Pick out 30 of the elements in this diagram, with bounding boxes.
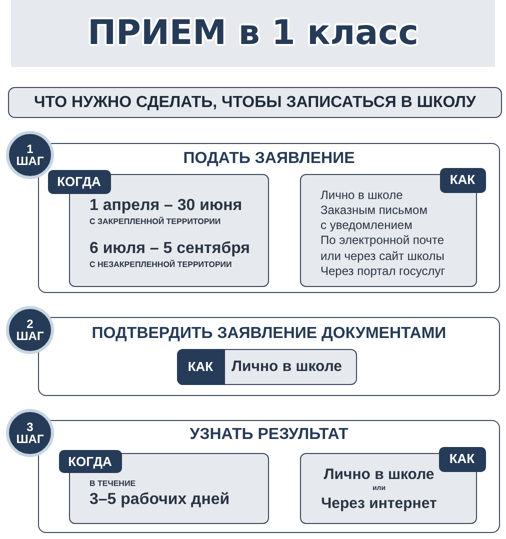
info-card [300, 452, 476, 524]
info-card [68, 452, 268, 524]
method-item: Через портал госуслуг [320, 264, 446, 280]
section-tab: КОГДА [58, 450, 122, 472]
method-item: Заказным письмом с уведомлением [320, 202, 428, 234]
result-method: Лично в школе [324, 464, 434, 484]
duration-note: В ТЕЧЕНИЕ [90, 478, 136, 490]
section-tab: КАК [176, 348, 224, 384]
territory-note: С НЕЗАКРЕПЛЕННОЙ ТЕРРИТОРИИ [90, 258, 232, 270]
step-badge: 1 ШАГ [6, 131, 54, 179]
method-item: По электронной почте или через сайт школы [320, 233, 446, 264]
method-text: Лично в школе [232, 356, 342, 376]
method-pill [176, 348, 356, 384]
territory-note: С ЗАКРЕПЛЕННОЙ ТЕРРИТОРИИ [90, 216, 221, 228]
duration-text: 3–5 рабочих дней [90, 490, 230, 510]
result-method: Через интернет [321, 494, 437, 512]
step-badge: 3 ШАГ [6, 409, 54, 457]
date-range: 1 апреля – 30 июня [90, 196, 242, 216]
date-range: 6 июля – 5 сентября [90, 238, 250, 258]
section-tab: КАК [438, 446, 486, 472]
step-badge: 2 ШАГ [6, 306, 54, 354]
info-card [300, 174, 476, 286]
section-tab: КАК [440, 168, 486, 192]
step-title: ПОДАТЬ ЗАЯВЛЕНИЕ [183, 149, 355, 169]
step-title: ПОДТВЕРДИТЬ ЗАЯВЛЕНИЕ ДОКУМЕНТАМИ [92, 324, 446, 344]
step-title: УЗНАТЬ РЕЗУЛЬТАТ [190, 425, 348, 445]
heading-banner: ЧТО НУЖНО СДЕЛАТЬ, ЧТОБЫ ЗАПИСАТЬСЯ В ШКОЛУ [8, 87, 502, 118]
section-tab: КОГДА [48, 170, 110, 194]
method-item: Лично в школе [320, 188, 404, 203]
page-title: ПРИЕМ в 1 класс [86, 12, 420, 55]
